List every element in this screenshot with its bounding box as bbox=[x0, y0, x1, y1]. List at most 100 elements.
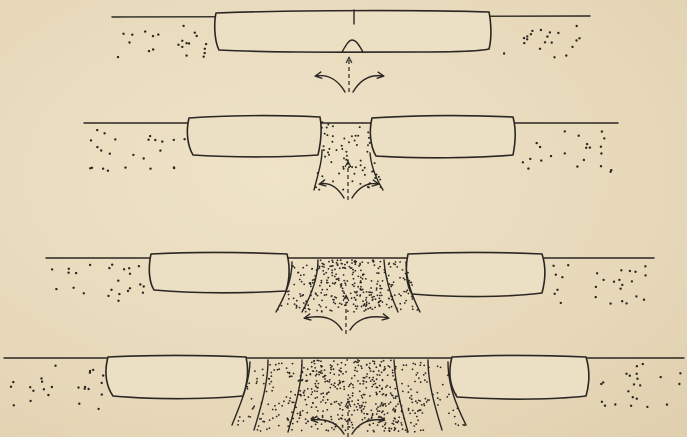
sediment-dot bbox=[182, 25, 184, 27]
sediment-dot bbox=[636, 398, 638, 400]
rift-fill-dot bbox=[318, 189, 320, 191]
rift-fill-dot bbox=[301, 295, 303, 297]
rift-fill-dot bbox=[428, 367, 430, 369]
rift-fill-dot bbox=[342, 288, 344, 290]
rift-fill-dot bbox=[326, 289, 328, 291]
rift-fill-dot bbox=[416, 416, 418, 418]
rift-fill-dot bbox=[362, 402, 364, 404]
rift-fill-dot bbox=[371, 280, 373, 282]
sediment-dot bbox=[539, 146, 541, 148]
rift-fill-dot bbox=[410, 282, 412, 284]
rift-fill-dot bbox=[414, 363, 416, 365]
rift-fill-dot bbox=[330, 367, 332, 369]
rift-fill-dot bbox=[357, 409, 359, 411]
rift-fill-dot bbox=[306, 380, 308, 382]
rift-fill-dot bbox=[341, 145, 343, 147]
rift-fill-dot bbox=[351, 166, 353, 168]
rift-fill-dot bbox=[356, 294, 358, 296]
rift-fill-dot bbox=[360, 276, 362, 278]
rift-fill-dot bbox=[324, 369, 326, 371]
sediment-dot bbox=[595, 286, 597, 288]
rift-fill-dot bbox=[367, 144, 369, 146]
rift-fill-dot bbox=[331, 260, 333, 262]
rift-fill-dot bbox=[262, 421, 264, 423]
rift-fill-dot bbox=[275, 364, 277, 366]
rift-fill-dot bbox=[261, 402, 263, 404]
rift-fill-dot bbox=[294, 267, 296, 269]
rift-fill-dot bbox=[437, 404, 439, 406]
sediment-dot bbox=[157, 33, 159, 35]
rift-fill-dot bbox=[321, 370, 323, 372]
rift-fill-dot bbox=[294, 405, 296, 407]
rift-fill-dot bbox=[260, 418, 262, 420]
rift-fill-dot bbox=[357, 286, 359, 288]
rift-fill-dot bbox=[349, 384, 351, 386]
rift-fill-dot bbox=[304, 399, 306, 401]
rift-fill-dot bbox=[289, 397, 291, 399]
crust-block-right bbox=[450, 356, 589, 400]
rift-fill-dot bbox=[357, 135, 359, 137]
rift-fill-dot bbox=[299, 293, 301, 295]
rift-fill-dot bbox=[354, 404, 356, 406]
rift-fill-dot bbox=[321, 175, 323, 177]
rift-fill-dot bbox=[386, 278, 388, 280]
rift-fill-dot bbox=[320, 365, 322, 367]
rift-fill-dot bbox=[379, 288, 381, 290]
sediment-dot bbox=[620, 269, 622, 271]
rift-fill-dot bbox=[334, 269, 336, 271]
rift-fill-dot bbox=[389, 430, 391, 432]
rift-fill-dot bbox=[379, 405, 381, 407]
rift-fill-dot bbox=[363, 304, 365, 306]
sediment-dot bbox=[67, 272, 69, 274]
band-line-left bbox=[302, 260, 318, 312]
rift-fill-dot bbox=[341, 148, 343, 150]
rift-fill-dot bbox=[239, 416, 241, 418]
rift-fill-dot bbox=[346, 359, 348, 361]
rift-fill-dot bbox=[391, 306, 393, 308]
rift-fill-dot bbox=[446, 396, 448, 398]
rift-fill-dot bbox=[347, 310, 349, 312]
rift-fill-dot bbox=[311, 388, 313, 390]
rift-fill-dot bbox=[292, 423, 294, 425]
rift-fill-dot bbox=[327, 124, 329, 126]
rift-fill-dot bbox=[399, 303, 401, 305]
rift-fill-dot bbox=[380, 300, 382, 302]
sediment-dot bbox=[122, 33, 124, 35]
rift-fill-dot bbox=[405, 364, 407, 366]
sediment-dot bbox=[540, 159, 542, 161]
sediment-dot bbox=[660, 376, 662, 378]
rift-fill-dot bbox=[343, 280, 345, 282]
rift-fill-dot bbox=[266, 391, 268, 393]
sediment-dot bbox=[585, 147, 587, 149]
rift-fill-dot bbox=[313, 360, 315, 362]
sediment-dot bbox=[523, 42, 525, 44]
rift-fill-dot bbox=[318, 304, 320, 306]
sediment-dot bbox=[124, 166, 126, 168]
rift-fill-dot bbox=[376, 289, 378, 291]
rift-fill-dot bbox=[298, 417, 300, 419]
rift-fill-dot bbox=[300, 275, 302, 277]
rift-fill-dot bbox=[347, 423, 349, 425]
rift-fill-dot bbox=[333, 385, 335, 387]
sediment-dot bbox=[529, 158, 531, 160]
rift-fill-dot bbox=[361, 411, 363, 413]
rift-fill-dot bbox=[342, 415, 344, 417]
rift-fill-dot bbox=[378, 267, 380, 269]
rift-fill-dot bbox=[373, 384, 375, 386]
rift-fill-dot bbox=[399, 261, 401, 263]
rift-fill-dot bbox=[302, 267, 304, 269]
sediment-dot bbox=[644, 274, 646, 276]
rift-fill-dot bbox=[417, 372, 419, 374]
rift-fill-dot bbox=[373, 296, 375, 298]
rift-fill-dot bbox=[348, 386, 350, 388]
rift-fill-dot bbox=[340, 263, 342, 265]
rift-fill-dot bbox=[324, 381, 326, 383]
rift-fill-dot bbox=[297, 413, 299, 415]
rift-fill-dot bbox=[364, 167, 366, 169]
rift-fill-dot bbox=[381, 372, 383, 374]
rift-fill-dot bbox=[383, 360, 385, 362]
rift-fill-dot bbox=[341, 362, 343, 364]
rift-fill-dot bbox=[357, 399, 359, 401]
sediment-dot bbox=[551, 41, 553, 43]
sediment-dot bbox=[110, 289, 112, 291]
